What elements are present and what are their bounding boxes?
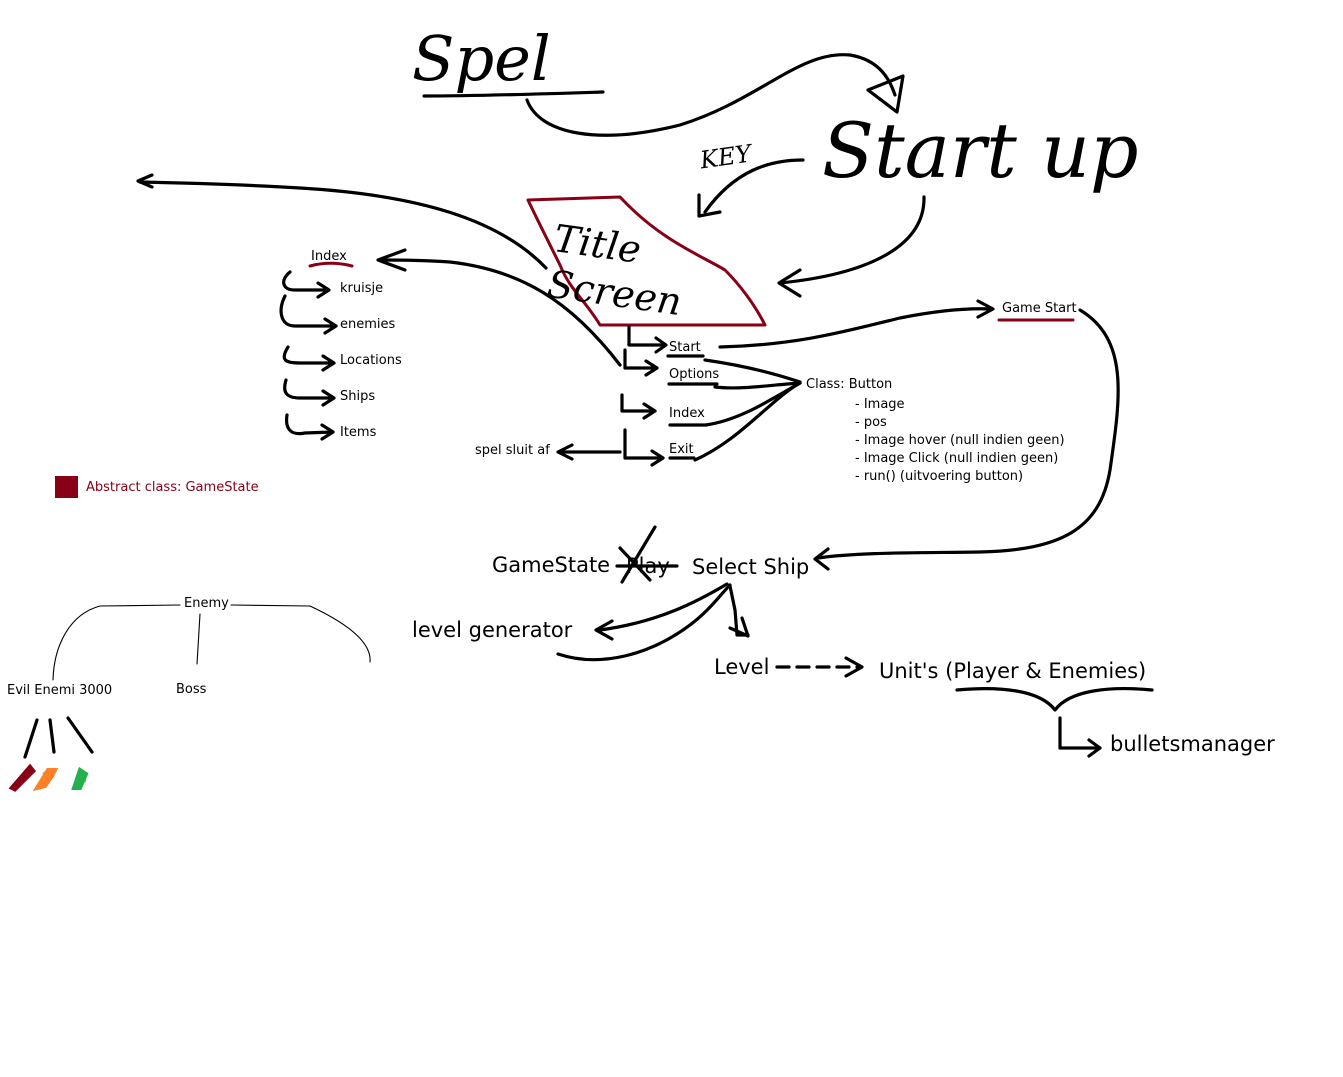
button-class-field: - Image	[855, 397, 905, 412]
exit-button-label: Exit	[669, 442, 694, 457]
left-arrow-head	[136, 173, 154, 189]
selectship-label: Select Ship	[692, 555, 810, 579]
titlescreen-outline	[526, 195, 767, 327]
index-heading: Index	[311, 249, 347, 264]
selectship-to-levelgen-arrow	[598, 582, 729, 632]
startup-arrow-head	[777, 268, 802, 298]
button-class-field: - Image hover (null indien geen)	[855, 433, 1065, 448]
options-to-class	[713, 381, 802, 390]
start-button-label: Start	[669, 340, 701, 355]
options-arrow	[623, 348, 659, 377]
index-item: enemies	[340, 317, 396, 332]
play-cross-2	[620, 525, 657, 584]
index-heading-arrow-head	[376, 248, 407, 272]
key-arrow	[703, 158, 805, 214]
index-item-arrow-3	[282, 345, 336, 372]
button-class-field: - pos	[855, 415, 887, 430]
green-ship-icon	[71, 766, 89, 790]
units-label: Unit's (Player & Enemies)	[879, 659, 1147, 683]
bulletsmanager-label: bulletsmanager	[1110, 732, 1275, 756]
button-class-field: - Image Click (null indien geen)	[855, 451, 1059, 466]
legend-swatch	[55, 476, 78, 498]
units-to-bullets-arrow	[1058, 716, 1102, 758]
key-label: KEY	[698, 139, 753, 175]
button-class-field: - run() (uitvoering button)	[855, 469, 1024, 484]
index-item-arrow-5	[284, 413, 335, 441]
index-item-arrow-1	[282, 270, 331, 299]
gamestart-arrow-head	[976, 299, 995, 319]
titlescreen-to-left-arrow	[138, 180, 548, 270]
selectship-to-level-arrow	[728, 584, 750, 638]
index-item: Ships	[340, 389, 376, 404]
index-button-label: Index	[669, 406, 705, 421]
gamestart-to-selectship-arrow	[816, 308, 1120, 560]
spel-arrow-head	[866, 74, 905, 114]
enemy-child-label: Evil Enemi 3000	[7, 683, 113, 698]
red-ship-icon	[8, 763, 37, 792]
enemy-root-label: Enemy	[184, 596, 229, 611]
units-arrow-head	[844, 656, 864, 678]
options-button-label: Options	[669, 367, 720, 382]
gamestart-label: Game Start	[1002, 301, 1077, 316]
enemy-tree-right	[230, 604, 371, 663]
selectship-arrow-head	[813, 547, 830, 571]
level-label: Level	[714, 655, 770, 679]
play-cross-1	[618, 546, 652, 582]
exit-to-class	[693, 381, 802, 462]
enemy-tree-middle	[196, 613, 201, 665]
legend-label: Abstract class: GameState	[86, 480, 259, 495]
index-item: Locations	[340, 353, 402, 368]
levelgenerator-label: level generator	[412, 618, 573, 642]
evil-line-3	[66, 716, 94, 754]
exit-result-label: spel sluit af	[475, 443, 550, 458]
play-struck-label: Play	[626, 554, 670, 578]
startup-heading: Start up	[822, 106, 1139, 195]
index-item-arrow-2	[279, 294, 338, 335]
startup-to-titlescreen-arrow	[778, 195, 926, 285]
start-arrow	[627, 325, 668, 354]
index-heading-arrow	[378, 258, 622, 367]
index-arrow	[620, 393, 657, 420]
index-item: kruisje	[340, 281, 384, 296]
evil-line-1	[23, 718, 39, 759]
start-to-class	[703, 358, 802, 384]
index-item: Items	[340, 425, 377, 440]
key-arrow-head	[697, 193, 722, 218]
levelgen-arrow-head	[594, 619, 614, 641]
enemy-tree-left	[52, 604, 181, 681]
exit-arrow	[623, 428, 665, 467]
gamestate-label: GameState	[492, 553, 611, 577]
index-underline	[308, 261, 354, 268]
orange-ship-icon	[32, 768, 59, 792]
evil-line-2	[48, 718, 56, 754]
start-to-gamestart-arrow	[718, 307, 994, 349]
units-brace	[955, 687, 1154, 712]
levelgen-return-stroke	[556, 583, 732, 662]
index-item-arrow-4	[283, 378, 336, 407]
button-class-title: Class: Button	[806, 377, 893, 392]
exit-to-close-arrow	[556, 443, 622, 461]
button-class-fields: - Image - pos - Image hover (null indien…	[855, 396, 1065, 486]
enemy-child-label: Boss	[176, 682, 207, 697]
spel-to-startup-arrow	[525, 53, 897, 137]
spel-heading: Spel	[412, 22, 551, 95]
spel-underline	[422, 90, 605, 98]
